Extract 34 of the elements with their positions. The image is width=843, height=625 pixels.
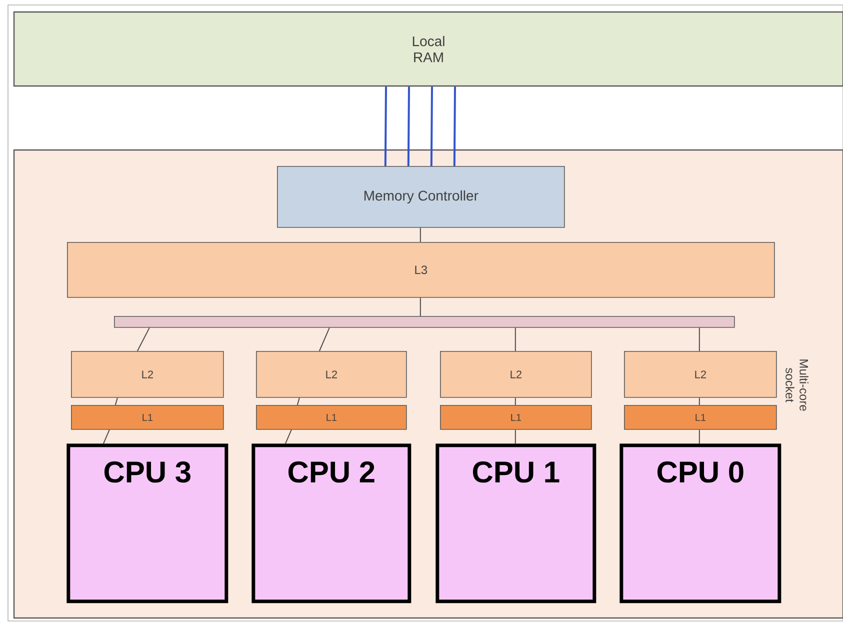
connector-line [420,297,421,316]
cache-box: L2 [71,351,224,398]
cpu-box: CPU 2 [252,444,412,604]
cache-box: L3 [67,242,775,298]
cache-box: L1 [624,405,777,430]
cache-box: L1 [71,405,224,430]
connector-line [698,397,700,406]
connector-line [318,327,330,352]
connector-line [136,327,150,352]
connector-line [514,397,516,406]
connector-line [102,429,110,444]
controller-box: Memory Controller [277,166,565,228]
cache-box: L2 [440,351,592,398]
connector-line [698,327,700,352]
connector-line [114,397,118,406]
cache-box: L2 [256,351,407,398]
cpu-box: CPU 3 [66,444,228,604]
connector-line [284,429,292,444]
connector-line [384,86,387,166]
connector-line [420,227,421,242]
connector-line [453,86,456,166]
connector-line [430,86,433,166]
connector-line [296,397,300,406]
memory-band: Local RAM [13,11,843,87]
cache-box: L1 [256,405,407,430]
cpu-box: CPU 1 [436,444,596,604]
bus-bar [114,316,735,328]
cache-box: L1 [440,405,592,430]
connector-line [514,327,516,352]
cache-box: L2 [624,351,777,398]
connector-line [407,86,410,166]
connector-line [698,429,700,444]
cpu-box: CPU 0 [620,444,782,604]
connector-line [514,429,516,444]
